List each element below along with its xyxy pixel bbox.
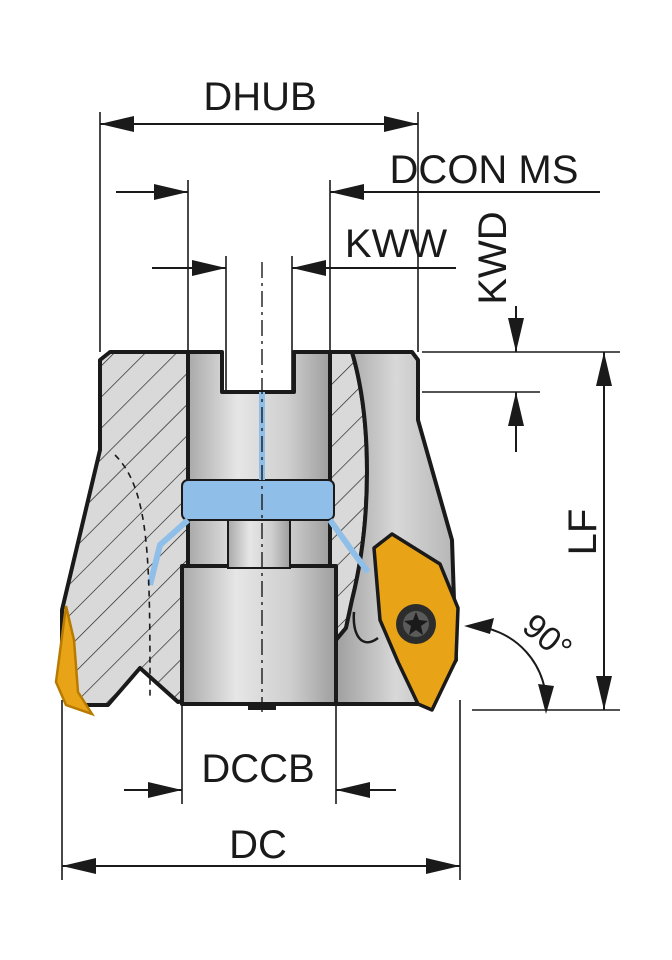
label-dccb: DCCB	[201, 747, 314, 791]
label-dhub: DHUB	[203, 75, 316, 119]
dim-angle: 90°	[464, 606, 579, 714]
label-dc: DC	[229, 823, 287, 867]
label-angle: 90°	[515, 606, 579, 668]
label-kww: KWW	[345, 222, 447, 266]
dim-kwd: KWD	[422, 211, 620, 452]
counterbore	[180, 564, 338, 706]
label-dcon-ms: DCON MS	[390, 148, 579, 192]
label-kwd: KWD	[471, 211, 515, 304]
hidden-edge	[114, 454, 151, 701]
coolant-groove	[181, 479, 335, 521]
inserts	[54, 532, 460, 717]
dim-lf: LF	[472, 352, 620, 711]
dim-dccb: DCCB	[124, 704, 396, 804]
torx-screw-icon	[396, 604, 436, 644]
chip-pocket	[352, 611, 379, 644]
dim-dhub: DHUB	[99, 75, 419, 352]
dim-kww: KWW	[152, 222, 456, 392]
dimensions: DHUB DCON MS KWW	[61, 75, 620, 880]
dim-dcon-ms: DCON MS	[116, 148, 600, 352]
bore-neck	[227, 519, 291, 569]
label-lf: LF	[561, 509, 605, 556]
body-section-left	[60, 350, 190, 707]
coolant-channel-right	[327, 518, 371, 574]
bottom-nub	[248, 702, 276, 710]
insert-left	[54, 605, 95, 717]
coolant-channel-left	[147, 517, 190, 586]
dim-dc: DC	[61, 700, 461, 880]
